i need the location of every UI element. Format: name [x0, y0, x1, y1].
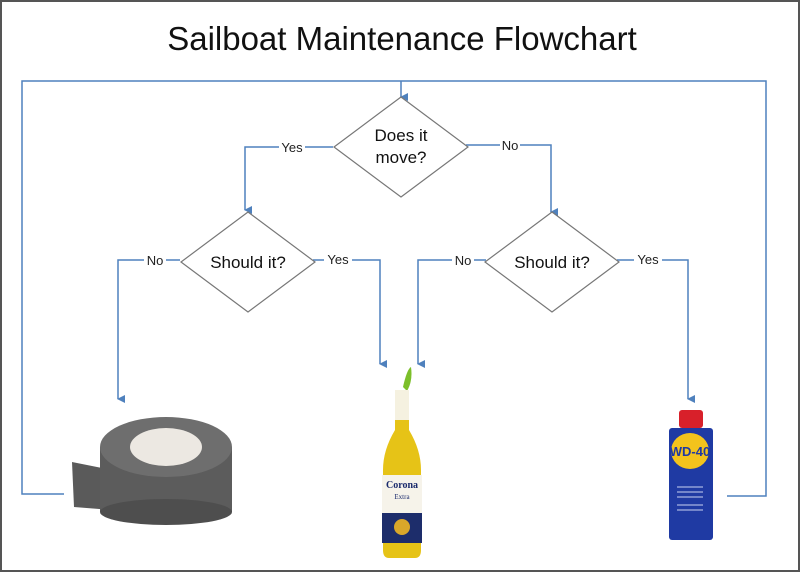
edge-label-start-yes: Yes — [281, 140, 303, 155]
decision-does-it-move — [332, 96, 470, 198]
edge-label-right-yes: Yes — [637, 252, 659, 267]
loop-connector-left — [21, 80, 401, 495]
edge-label-left-yes: Yes — [327, 252, 349, 267]
decision-text-line1: Does it — [375, 126, 428, 145]
decision-should-it-left — [179, 211, 317, 313]
wd40-can-icon: WD-40 — [669, 410, 713, 540]
page-title: Sailboat Maintenance Flowchart — [167, 20, 637, 57]
connector-left-no — [117, 259, 180, 403]
edge-label-left-no: No — [147, 253, 164, 268]
edge-label-start-no: No — [502, 138, 519, 153]
connector-right-no — [417, 259, 486, 368]
connector-right-yes — [617, 259, 695, 403]
svg-text:Extra: Extra — [394, 493, 410, 501]
decision-should-it-right — [483, 211, 621, 313]
connector-start-no — [466, 144, 558, 216]
connector-left-yes — [313, 259, 387, 368]
duct-tape-icon — [72, 417, 232, 525]
decision-text-left: Should it? — [210, 253, 286, 272]
decision-text-line2: move? — [375, 148, 426, 167]
loop-connector-right — [401, 80, 767, 497]
corona-beer-icon: Corona Extra — [382, 367, 422, 558]
decision-text-right: Should it? — [514, 253, 590, 272]
svg-text:Corona: Corona — [386, 480, 418, 491]
connector-start-yes — [244, 146, 333, 214]
svg-text:WD-40: WD-40 — [670, 444, 710, 459]
edge-label-right-no: No — [455, 253, 472, 268]
